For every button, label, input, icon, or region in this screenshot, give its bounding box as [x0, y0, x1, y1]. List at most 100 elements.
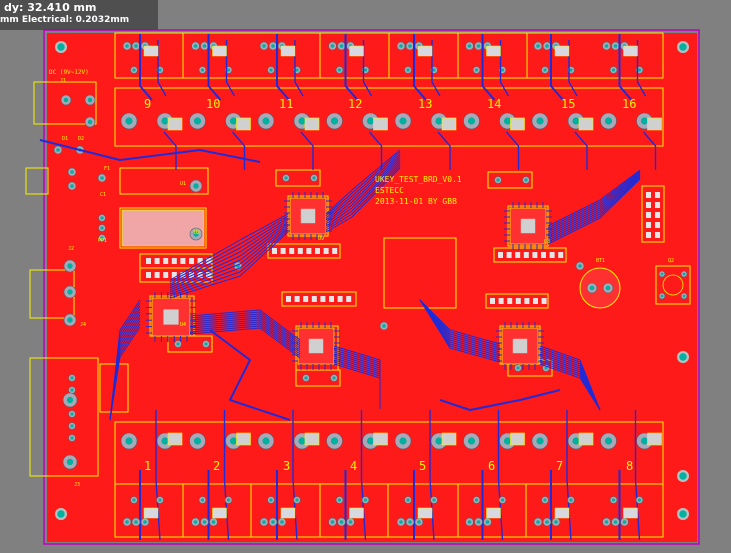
jtag-pin	[655, 192, 660, 198]
channel-number-2: 2	[213, 459, 220, 473]
crystal-pad-drill	[332, 376, 336, 380]
trace-bus	[169, 219, 289, 287]
header-pad-bottom-drill	[269, 498, 273, 502]
trace-bus	[189, 315, 301, 347]
led-pad-top-drill	[399, 117, 407, 125]
header-pin	[346, 296, 352, 302]
smd-part-top	[143, 45, 159, 57]
header-pin	[189, 258, 194, 264]
led-pad-top-drill	[536, 117, 544, 125]
refdes-u4: U4	[180, 322, 186, 328]
terminal-pad-top-drill	[399, 44, 403, 48]
header-pad-top-drill	[474, 68, 479, 72]
refdes-u2: U2	[194, 230, 200, 236]
channel-number-6: 6	[488, 459, 495, 473]
trace-bus	[189, 311, 301, 343]
channel-number-8: 8	[626, 459, 633, 473]
bottom-channel-numbers: 1 2 3 4 5 6 7 8	[144, 459, 633, 473]
trace-bus	[547, 175, 641, 239]
mcu-u8	[509, 207, 547, 245]
terminal-pad-top-drill	[262, 44, 266, 48]
refdes-u8: U8	[544, 239, 550, 245]
relay-bottom	[578, 432, 594, 446]
terminal-pad-bottom-drill	[399, 520, 403, 524]
terminal-pad-bottom-drill	[485, 520, 490, 524]
crystal-pad-drill	[312, 176, 316, 180]
led-pad-bottom-drill	[435, 437, 443, 445]
jtag-pin	[646, 202, 651, 208]
trace-bus	[189, 309, 301, 341]
crystal-pad-drill	[544, 366, 548, 370]
header-pad-top-drill	[269, 68, 273, 72]
smd-part-top	[280, 45, 296, 57]
smd-part-top	[349, 45, 364, 57]
button-pad-drill	[682, 294, 686, 298]
header-pad-top-drill	[432, 68, 436, 72]
header-pin	[154, 258, 160, 264]
header-pad-bottom-drill	[569, 498, 573, 502]
led-pad-top-drill	[503, 117, 512, 125]
header-pin	[297, 248, 303, 254]
trace-top-led	[368, 131, 383, 170]
regulator-heatsink	[121, 209, 205, 247]
trace-top-channel	[618, 34, 633, 101]
channel-number-3: 3	[283, 459, 290, 473]
terminal-pad-bottom-drill	[143, 520, 147, 524]
measurement-readout: dy: 32.410 mm mm Electrical: 0.2032mm	[0, 0, 158, 30]
relay-bottom	[510, 432, 525, 446]
header-pin	[558, 252, 564, 258]
led-pad-top-drill	[366, 117, 375, 125]
trace-top-channel	[550, 34, 564, 101]
header-pad-bottom-drill	[406, 498, 410, 502]
header-pad-bottom-drill	[132, 498, 136, 502]
terminal-pad-top-drill	[202, 44, 207, 48]
refdes-d1: D1	[62, 136, 68, 142]
top-channel-numbers: 9 10 11 12 13 14 15 16	[144, 97, 636, 111]
via-drill	[382, 324, 386, 328]
relay-bottom	[441, 432, 457, 446]
terminal-pad-top-drill	[536, 44, 540, 48]
header-pin	[506, 252, 512, 258]
refdes-j2: J2	[68, 246, 74, 252]
header-pad-bottom-drill	[432, 498, 436, 502]
trace-bus	[547, 169, 641, 227]
header-pin	[515, 252, 521, 258]
terminal-pad-bottom-drill	[348, 520, 353, 524]
trace-bottom-channel	[155, 410, 161, 541]
crystal-pad-drill	[524, 178, 528, 182]
terminal-pad-bottom-drill	[545, 520, 549, 524]
led-pad-top-drill	[298, 117, 306, 125]
channel-number-16: 16	[622, 97, 636, 111]
jtag-pin	[646, 232, 651, 238]
relay-top	[441, 117, 457, 131]
terminal-pad-top-drill	[339, 44, 344, 48]
header-pin	[323, 248, 329, 254]
header-pin	[146, 258, 151, 264]
led-pad-top-drill	[125, 117, 133, 125]
mcu-u6-die	[512, 338, 528, 354]
trace-bus	[539, 363, 601, 411]
smd-part-bottom	[349, 507, 364, 519]
board-outline	[43, 29, 700, 545]
trace-bus	[189, 313, 301, 345]
j2-mount-pad-drill	[66, 396, 74, 404]
led-pad-bottom-drill	[399, 437, 407, 445]
trace-bus	[325, 153, 401, 219]
terminal-pad-bottom-drill	[193, 520, 198, 524]
header-pin	[306, 248, 312, 254]
smd-part-top	[623, 45, 638, 57]
terminal-pad-bottom-drill	[330, 520, 335, 524]
terminal-pad-bottom-drill	[476, 520, 481, 524]
led-pad-top-drill	[604, 117, 613, 125]
terminal-pad-bottom-drill	[280, 520, 284, 524]
led-pad-bottom-drill	[572, 437, 580, 445]
terminal-pad-bottom-drill	[467, 520, 472, 524]
header-pad-top-drill	[200, 68, 205, 72]
trace-bus	[325, 165, 401, 231]
header-pin	[490, 298, 495, 304]
trace-bus	[325, 167, 401, 233]
power-trace	[209, 329, 291, 421]
header-pad-top-drill	[637, 68, 642, 72]
j2-pad-drill	[70, 388, 74, 392]
